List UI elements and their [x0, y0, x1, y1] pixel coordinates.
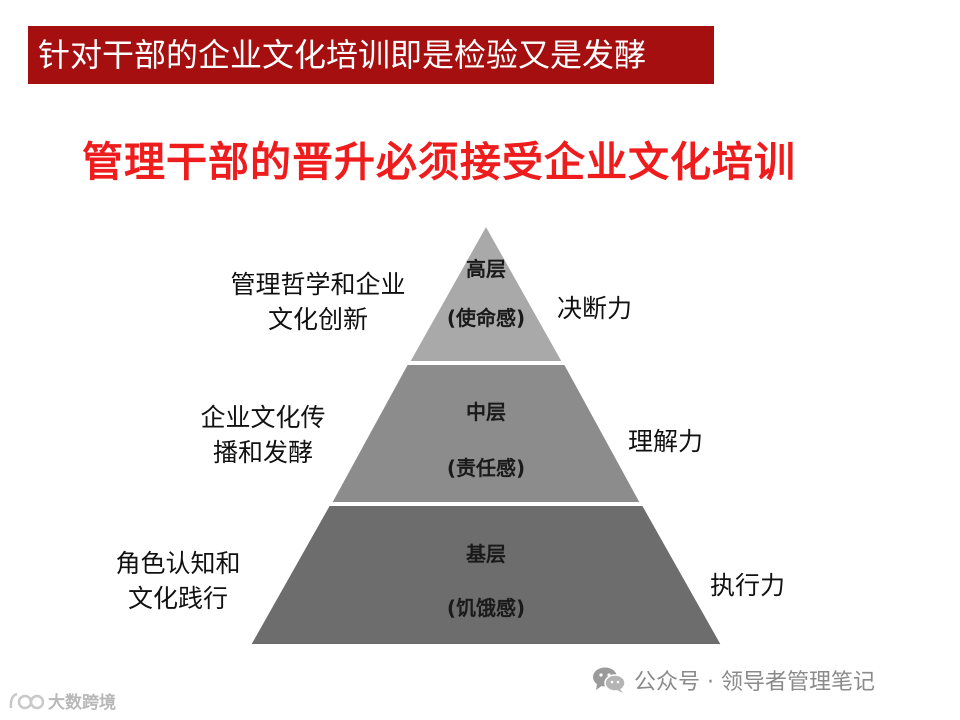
slide-title: 针对干部的企业文化培训即是检验又是发酵 — [38, 36, 647, 74]
watermark: 大数跨境 — [8, 688, 116, 713]
tier-middle-capability: 理解力 — [628, 427, 704, 456]
tier-top-name: 高层 — [466, 257, 506, 281]
tier-bottom-left-line-2: 文化践行 — [127, 584, 228, 613]
slide-title-bar: 针对干部的企业文化培训即是检验又是发酵 — [28, 26, 714, 84]
tier-bottom-capability: 执行力 — [710, 571, 786, 600]
tier-middle-name: 中层 — [466, 400, 506, 424]
tier-top-capability: 决断力 — [557, 294, 633, 323]
tier-top-feeling: (使命感) — [446, 306, 526, 330]
tier-bottom-name: 基层 — [466, 542, 506, 566]
tier-bottom-left-text: 角色认知和 文化践行 — [90, 546, 266, 616]
tier-top-left-text: 管理哲学和企业 文化创新 — [200, 267, 436, 337]
tier-bottom-left-line-1: 角色认知和 — [115, 549, 241, 578]
tier-top-left-line-2: 文化创新 — [267, 305, 368, 334]
main-heading: 管理干部的晋升必须接受企业文化培训 — [82, 138, 796, 186]
pyramid-tier-bottom — [248, 504, 724, 646]
tier-middle-left-line-2: 播和发酵 — [212, 438, 313, 467]
tier-top-left-line-1: 管理哲学和企业 — [230, 270, 406, 299]
pyramid-tier-top — [407, 222, 565, 363]
wechat-icon — [593, 667, 626, 693]
tier-middle-feeling: (责任感) — [446, 456, 526, 480]
tier-middle-left-line-1: 企业文化传 — [200, 403, 326, 432]
tier-bottom-feeling: (饥饿感) — [446, 596, 526, 620]
footer-source-text: 公众号 · 领导者管理笔记 — [634, 670, 875, 695]
tier-middle-left-text: 企业文化传 播和发酵 — [170, 400, 356, 470]
watermark-text: 大数跨境 — [48, 693, 116, 713]
footer-source: 公众号 · 领导者管理笔记 — [592, 664, 875, 696]
dashu-logo — [9, 692, 44, 709]
pyramid-tier-middle — [329, 363, 643, 504]
